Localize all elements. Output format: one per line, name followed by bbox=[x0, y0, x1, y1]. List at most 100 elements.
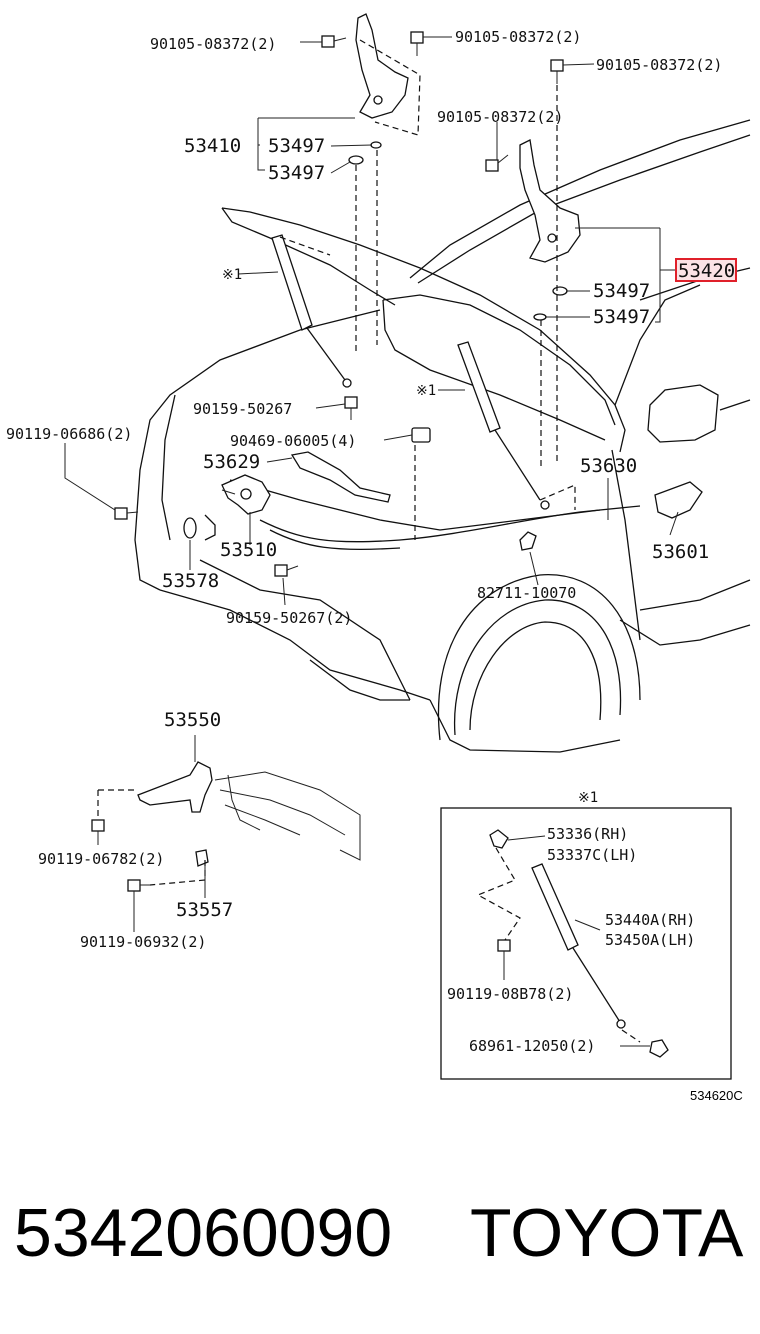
hinge-left-bolt-hole bbox=[373, 95, 383, 105]
washer-icon bbox=[552, 286, 568, 296]
bolt-icon bbox=[321, 35, 347, 48]
washer-icon bbox=[348, 155, 364, 165]
ref-mark-b: ※1 bbox=[416, 383, 436, 399]
lower-bumper bbox=[159, 589, 431, 701]
fender-top bbox=[614, 284, 701, 406]
hinge-left bbox=[355, 13, 421, 136]
fender-side bbox=[611, 449, 641, 641]
tire-outer bbox=[453, 599, 622, 736]
strut-53440a bbox=[531, 863, 579, 951]
bolt-icon bbox=[114, 507, 139, 520]
callout-labels: 90105-08372(2) 90105-08372(2) 90105-0837… bbox=[6, 28, 743, 1103]
label-53550: 53550 bbox=[164, 709, 221, 731]
label-90119-08b78: 90119-08B78(2) bbox=[447, 985, 573, 1003]
highlight-box-53420 bbox=[675, 258, 737, 282]
support-53629 bbox=[290, 451, 391, 503]
bolt-icon bbox=[485, 154, 509, 172]
hinge-left-body bbox=[355, 13, 409, 119]
lock-bracket-assembly bbox=[91, 735, 361, 932]
brand-name: TOYOTA bbox=[470, 1195, 744, 1271]
label-90105-b: 90105-08372(2) bbox=[455, 28, 581, 46]
side-mirror bbox=[647, 384, 719, 443]
label-90159-a: 90159-50267 bbox=[193, 400, 292, 418]
label-53336: 53336(RH) bbox=[547, 825, 628, 843]
label-68961: 68961-12050(2) bbox=[469, 1037, 595, 1055]
hood-edge bbox=[221, 207, 626, 453]
hinge-right-body bbox=[519, 139, 581, 263]
strut-left-body bbox=[271, 234, 313, 331]
strut-right-rod bbox=[494, 429, 541, 501]
strut-left-rod bbox=[306, 327, 346, 381]
label-53497-d: 53497 bbox=[593, 306, 650, 328]
bolt-icon bbox=[127, 879, 150, 892]
door-line bbox=[639, 579, 751, 611]
label-53337c: 53337C(LH) bbox=[547, 846, 637, 864]
label-90105-a: 90105-08372(2) bbox=[150, 35, 276, 53]
label-53420: 53420 bbox=[678, 260, 735, 282]
label-90119-06932: 90119-06932(2) bbox=[80, 933, 206, 951]
fog-area bbox=[309, 659, 410, 701]
clip-68961 bbox=[649, 1039, 669, 1058]
bolt-icon bbox=[344, 396, 358, 420]
release-lever-53601 bbox=[654, 481, 703, 519]
windshield-lower bbox=[409, 119, 751, 279]
lock-support bbox=[290, 427, 431, 503]
bolt-icon bbox=[550, 59, 564, 84]
mirror-line bbox=[719, 399, 751, 411]
strut-rod bbox=[572, 947, 621, 1023]
label-53601: 53601 bbox=[652, 541, 709, 563]
label-53497-a: 53497 bbox=[268, 135, 325, 157]
dash-line bbox=[539, 484, 576, 510]
label-53630: 53630 bbox=[580, 455, 637, 477]
label-90105-c: 90105-08372(2) bbox=[596, 56, 722, 74]
label-90119-06782: 90119-06782(2) bbox=[38, 850, 164, 868]
label-53557: 53557 bbox=[176, 899, 233, 921]
hood-lock bbox=[183, 474, 271, 541]
strut-left-end bbox=[342, 378, 352, 388]
bolt-icon bbox=[410, 31, 424, 56]
lower-body bbox=[429, 699, 621, 753]
cable-line-2 bbox=[269, 529, 401, 551]
hinge-right bbox=[519, 139, 581, 263]
hood-crease bbox=[382, 294, 616, 426]
strut-detail-box bbox=[440, 807, 732, 1080]
leader-lines bbox=[64, 36, 679, 606]
label-90159-b: 90159-50267(2) bbox=[226, 609, 352, 627]
label-90105-d: 90105-08372(2) bbox=[437, 108, 563, 126]
label-53629: 53629 bbox=[203, 451, 260, 473]
bolt-icon bbox=[274, 564, 299, 577]
bolt-icon bbox=[497, 939, 511, 980]
rocker-line bbox=[619, 619, 751, 646]
label-53497-c: 53497 bbox=[593, 280, 650, 302]
ref-mark-a: ※1 bbox=[222, 267, 242, 283]
label-82711: 82711-10070 bbox=[477, 584, 576, 602]
front-fascia bbox=[134, 309, 381, 591]
clip-82711 bbox=[519, 531, 537, 551]
wheel-arch bbox=[437, 574, 641, 741]
diagram-code: 534620C bbox=[690, 1088, 743, 1103]
strut-right bbox=[457, 341, 550, 510]
bolt-icon bbox=[91, 819, 105, 845]
part-number: 5342060090 bbox=[14, 1195, 392, 1271]
bumper-lower-line bbox=[199, 559, 411, 701]
hinge-left-dash bbox=[359, 39, 421, 136]
strut-right-body bbox=[457, 341, 501, 433]
clip-53557 bbox=[195, 849, 209, 867]
strut-right-end bbox=[540, 500, 550, 510]
hood-lock-pin bbox=[240, 488, 252, 500]
bracket-53550 bbox=[137, 761, 213, 813]
label-90469: 90469-06005(4) bbox=[230, 432, 356, 450]
bumper-upper-line bbox=[229, 479, 601, 531]
strut-detail bbox=[476, 829, 669, 1058]
strut-rod-end bbox=[616, 1019, 626, 1029]
label-53450a: 53450A(LH) bbox=[605, 931, 695, 949]
hood-inner-edge bbox=[382, 299, 606, 441]
label-53510: 53510 bbox=[220, 539, 277, 561]
label-53410: 53410 bbox=[184, 135, 241, 157]
label-90119-06686: 90119-06686(2) bbox=[6, 425, 132, 443]
label-53497-b: 53497 bbox=[268, 162, 325, 184]
bolts bbox=[114, 31, 564, 577]
ref-mark-c: ※1 bbox=[578, 790, 598, 806]
cushion-outline bbox=[204, 514, 216, 541]
